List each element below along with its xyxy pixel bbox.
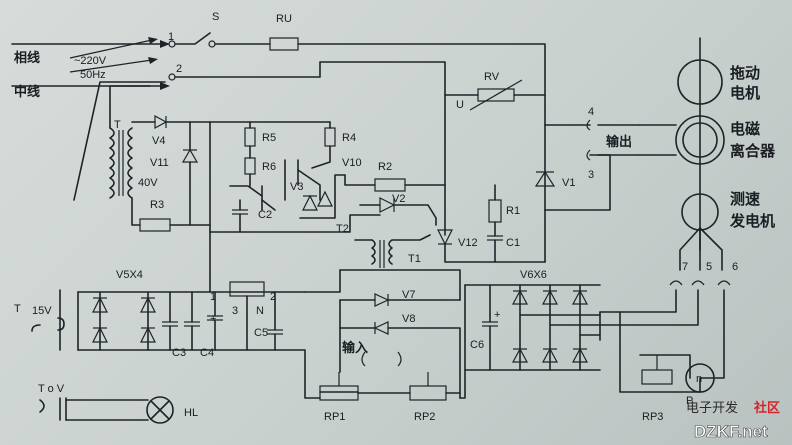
terminal-1: 1	[168, 31, 174, 43]
varistor-rv	[444, 79, 546, 111]
v6x6-label: V6X6	[520, 269, 547, 281]
c1-label: C1	[506, 237, 520, 249]
clutch-label-line1: 电磁	[730, 120, 760, 138]
terminal-6: 6	[732, 261, 738, 273]
watermark: 电子开发 社区 DZKF.net	[686, 400, 780, 441]
neutral-line-label: 中线	[14, 84, 40, 100]
n2-label: 2	[270, 291, 276, 303]
r2-label: R2	[378, 161, 392, 173]
trigger-block	[209, 121, 381, 233]
watermark-text-2: 社区	[753, 400, 780, 416]
varistor-rv-label: RV	[484, 71, 500, 83]
v7-label: V7	[402, 289, 415, 301]
n3-label: 3	[232, 305, 238, 317]
phase-line-label: 相线	[14, 50, 40, 66]
tacho-label-line1: 测速	[730, 190, 760, 208]
r6-label: R6	[262, 161, 276, 173]
c4-label: C4	[200, 347, 214, 359]
output-label: 输出	[606, 134, 632, 150]
tov-label: T o V	[38, 383, 65, 395]
input-label: 输入	[342, 340, 368, 356]
rp2-label: RP2	[414, 411, 435, 423]
output-connectors	[586, 119, 641, 161]
bridge-col-2	[541, 284, 559, 371]
v8-label: V8	[402, 313, 415, 325]
v2-label: V2	[392, 193, 405, 205]
v1-label: V1	[562, 177, 575, 189]
n-label: N	[256, 305, 264, 317]
tacho-rectifier	[459, 284, 601, 399]
r3-label: R3	[150, 199, 164, 211]
v40-label: 40V	[138, 177, 158, 189]
c5-label: C5	[254, 327, 268, 339]
voltage-label: ~220V	[74, 55, 107, 67]
tr-t-label: T	[14, 303, 21, 315]
v10-label: V10	[342, 157, 362, 169]
terminal-2: 2	[176, 63, 182, 75]
terminal-7: 7	[682, 261, 688, 273]
frequency-label: 50Hz	[80, 69, 106, 81]
plus-label: +	[210, 313, 216, 325]
t2-label: T2	[336, 223, 349, 235]
hl-label: HL	[184, 407, 198, 419]
v4-label: V4	[152, 135, 165, 147]
c6-label: C6	[470, 339, 484, 351]
v3-label: V3	[290, 181, 303, 193]
bridge-col-3	[571, 284, 589, 371]
v11-label: V11	[150, 157, 169, 169]
v15-label: 15V	[32, 305, 52, 317]
mains-input	[11, 32, 546, 236]
rp1-label: RP1	[324, 411, 345, 423]
terminal-5: 5	[706, 261, 712, 273]
indicator-lamp	[39, 396, 174, 424]
power-transformer	[109, 114, 211, 232]
n1-label: 1	[210, 291, 216, 303]
terminal-3: 3	[588, 169, 594, 181]
tacho-feedback	[599, 280, 731, 393]
labels: 相线 中线 ~220V 50Hz 1 2 S RU RV U T V4 V11 …	[14, 11, 776, 423]
terminal-4: 4	[588, 106, 594, 118]
motor-assembly	[639, 37, 725, 271]
c3-label: C3	[172, 347, 186, 359]
bridge-col-1	[511, 284, 529, 371]
v5x4-label: V5X4	[116, 269, 143, 281]
v12-label: V12	[458, 237, 478, 249]
c2-label: C2	[258, 209, 272, 221]
speed-control	[319, 269, 461, 401]
rp3-label: RP3	[642, 411, 663, 423]
r1-label: R1	[506, 205, 520, 217]
u-mark-label: U	[456, 99, 464, 111]
p-label: P	[686, 395, 693, 407]
watermark-site: DZKF.net	[694, 422, 768, 441]
low-voltage-supply	[31, 229, 341, 399]
watermark-text-1: 电子开发	[686, 400, 738, 416]
tacho-label-line2: 发电机	[729, 212, 775, 230]
motor-label-line1: 拖动	[730, 64, 760, 82]
r4-label: R4	[342, 132, 356, 144]
meter-n-label: n	[696, 373, 702, 385]
clutch-label-line2: 离合器	[730, 142, 776, 160]
t1-label: T1	[408, 253, 421, 265]
motor-label-line2: 电机	[730, 84, 760, 102]
fuse-ru-label: RU	[276, 13, 292, 25]
switch-s-label: S	[212, 11, 219, 23]
r5-label: R5	[262, 132, 276, 144]
c6-plus-label: +	[494, 309, 500, 321]
transformer-t-label: T	[114, 119, 121, 131]
